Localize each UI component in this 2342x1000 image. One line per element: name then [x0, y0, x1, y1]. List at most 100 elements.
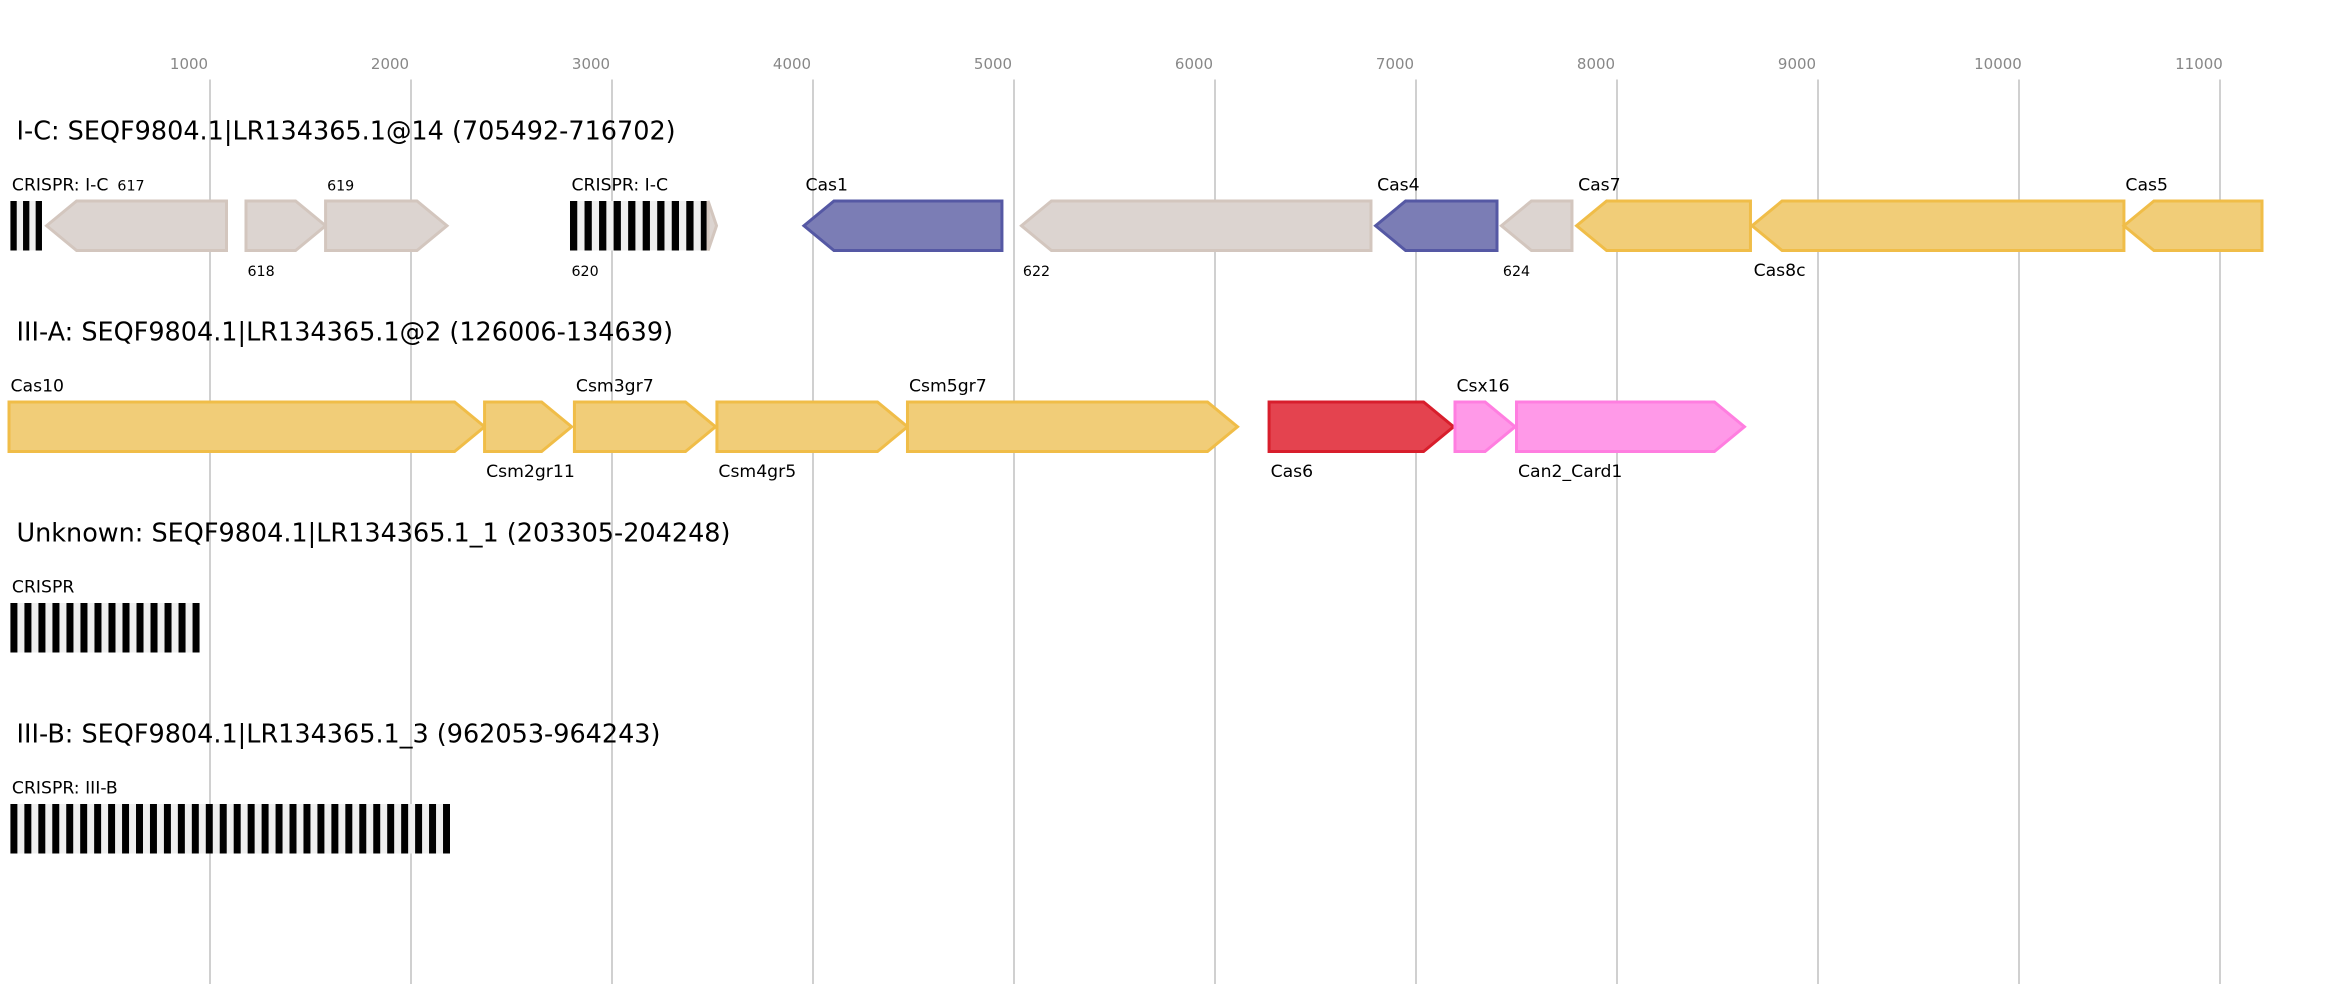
gene-shape — [244, 199, 328, 252]
feature-label: 624 — [1503, 264, 1530, 280]
crispr-repeat — [613, 200, 621, 251]
crispr-repeat — [261, 803, 269, 854]
gene-arrow: Csm5gr7 — [905, 376, 1240, 453]
gene-arrow: Cas5 — [2121, 175, 2264, 252]
crispr-repeat — [150, 602, 158, 653]
crispr-repeat — [10, 803, 18, 854]
feature-label: CRISPR — [12, 577, 74, 597]
tick-label: 4000 — [773, 55, 811, 73]
gene-shape — [1019, 199, 1373, 252]
gene-shape — [1515, 400, 1747, 453]
feature-label: Cas8c — [1754, 261, 1806, 281]
crispr-repeat — [584, 200, 592, 251]
crispr-repeat — [657, 200, 665, 251]
crispr-background — [569, 200, 709, 251]
gene-arrow: Can2_Card1 — [1515, 400, 1747, 482]
crispr-repeat — [303, 803, 311, 854]
gene-arrow: Cas8c — [1749, 199, 2126, 281]
gene-shape — [483, 400, 574, 453]
crispr-repeat — [345, 803, 353, 854]
tick-label: 10000 — [1974, 55, 2022, 73]
feature-label: 622 — [1023, 264, 1050, 280]
gene-arrow: Csm3gr7 — [572, 376, 718, 453]
gene-shape — [1267, 400, 1456, 453]
gene-arrow: Cas6 — [1267, 400, 1456, 482]
crispr-repeat — [686, 200, 694, 251]
crispr-repeat — [10, 200, 17, 251]
crispr-repeat — [569, 200, 578, 251]
crispr-repeat — [136, 803, 143, 854]
track: I-C: SEQF9804.1|LR134365.1@14 (705492-71… — [10, 116, 2264, 281]
gene-shape — [44, 199, 228, 252]
crispr-repeat — [359, 803, 367, 854]
feature-label: Csx16 — [1456, 376, 1509, 396]
feature-label: CRISPR: I-C — [571, 175, 667, 195]
crispr-repeat — [443, 803, 451, 854]
crispr-repeat — [66, 803, 74, 854]
gene-arrow: 618 — [244, 199, 328, 280]
gene-shape — [801, 199, 1004, 252]
crispr-repeat — [373, 803, 381, 854]
crispr-repeat — [80, 602, 88, 653]
tick-label: 6000 — [1175, 55, 1213, 73]
crispr-repeat — [192, 602, 200, 653]
crispr-array: CRISPR: I-C — [10, 175, 109, 251]
tick-label: 9000 — [1778, 55, 1816, 73]
track-title: Unknown: SEQF9804.1|LR134365.1_1 (203305… — [17, 518, 731, 548]
tick-label: 8000 — [1577, 55, 1615, 73]
crispr-repeat — [52, 803, 60, 854]
crispr-repeat — [233, 803, 241, 854]
crispr-repeat — [149, 803, 157, 854]
crispr-repeat — [700, 200, 709, 251]
crispr-repeat — [178, 602, 186, 653]
gene-arrow: Csm2gr11 — [483, 400, 575, 482]
tick-label: 11000 — [2175, 55, 2223, 73]
crispr-repeat — [205, 803, 213, 854]
crispr-repeat — [275, 803, 283, 854]
gene-arrow: Csm4gr5 — [715, 400, 910, 482]
crispr-repeat — [247, 803, 255, 854]
crispr-repeat — [94, 803, 102, 854]
gene-arrow: Csx16 — [1453, 376, 1518, 453]
crispr-repeat — [164, 602, 172, 653]
gene-shape — [572, 400, 718, 453]
crispr-array: CRISPR — [10, 577, 200, 653]
crispr-repeat — [52, 602, 60, 653]
crispr-repeat — [136, 602, 144, 653]
feature-label: 618 — [247, 264, 274, 280]
gene-shape — [706, 200, 719, 251]
feature-label: Csm3gr7 — [576, 376, 654, 396]
tracks: I-C: SEQF9804.1|LR134365.1@14 (705492-71… — [7, 116, 2264, 854]
crispr-repeat — [317, 803, 325, 854]
gene-arrow: 619 — [324, 178, 450, 252]
tick-label: 3000 — [572, 55, 610, 73]
gene-arrow: 620 — [571, 200, 719, 280]
crispr-repeat — [219, 803, 227, 854]
gene-shape — [7, 400, 487, 453]
crispr-repeat — [415, 803, 423, 854]
feature-label: Csm5gr7 — [909, 376, 987, 396]
crispr-array: CRISPR: I-C — [569, 175, 709, 251]
feature-label: 619 — [327, 178, 354, 194]
feature-label: Csm2gr11 — [486, 462, 575, 482]
track-title: I-C: SEQF9804.1|LR134365.1@14 (705492-71… — [17, 116, 676, 146]
feature-label: CRISPR: I-C — [12, 175, 109, 195]
gene-shape — [1373, 199, 1499, 252]
crispr-repeat — [122, 803, 130, 854]
crispr-repeat — [191, 803, 199, 854]
gene-arrow: Cas7 — [1574, 175, 1752, 252]
crispr-repeat — [108, 602, 116, 653]
crispr-repeat — [163, 803, 171, 854]
tick-label: 7000 — [1376, 55, 1414, 73]
feature-label: CRISPR: III-B — [12, 778, 118, 798]
track-title: III-B: SEQF9804.1|LR134365.1_3 (962053-9… — [17, 719, 661, 749]
crispr-repeat — [24, 803, 32, 854]
feature-label: Csm4gr5 — [718, 462, 796, 482]
crispr-repeat — [331, 803, 339, 854]
feature-label: 617 — [117, 178, 144, 194]
gene-shape — [1499, 199, 1574, 252]
gene-arrow: 622 — [1019, 199, 1373, 280]
crispr-repeat — [24, 602, 32, 653]
crispr-repeat — [429, 803, 437, 854]
gene-shape — [1453, 400, 1518, 453]
